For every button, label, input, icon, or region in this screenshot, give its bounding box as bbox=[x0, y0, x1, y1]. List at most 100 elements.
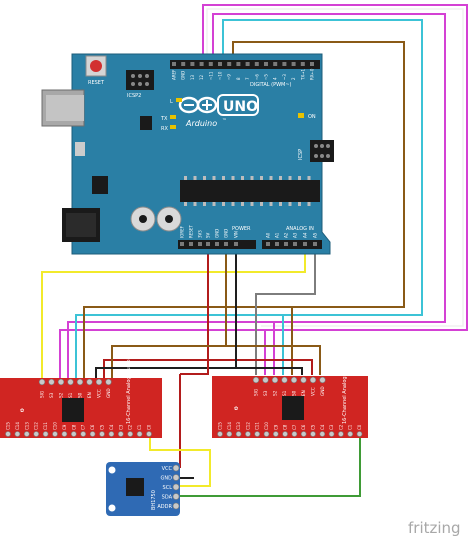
wire-gray-a4-to-right-mux-sig bbox=[255, 248, 316, 375]
power-analog-pin-label: A4 bbox=[303, 232, 308, 238]
mux-left-bottom-pin bbox=[108, 431, 115, 437]
digital-pin-label: 4 bbox=[273, 77, 278, 80]
power-analog-pin bbox=[303, 242, 307, 246]
mux-right-bottom-pin-label: C3 bbox=[329, 424, 334, 430]
mux-right-bottom-pin-label: C6 bbox=[301, 424, 306, 430]
power-analog-pin-label: A2 bbox=[284, 232, 289, 238]
mux-left-bottom-pin-label: C0 bbox=[147, 424, 152, 430]
wire-magenta-pin11-to-right-mux-s3 bbox=[202, 4, 468, 375]
digital-pin bbox=[227, 62, 232, 66]
digital-pin bbox=[291, 62, 296, 66]
led-rx bbox=[170, 125, 176, 129]
wire-brown-gnd-to-left-mux-gnd bbox=[111, 248, 227, 380]
arduino-infinity-logo bbox=[178, 96, 218, 114]
chip-leg bbox=[288, 176, 292, 180]
mux-right-bottom-pin-label: C10 bbox=[264, 422, 269, 430]
chip-leg bbox=[203, 176, 206, 180]
digital-pin bbox=[264, 62, 268, 66]
digital-pin-label: ~5 bbox=[264, 74, 269, 80]
wire-magenta-to-left-mux-s2 bbox=[67, 321, 274, 380]
mux-right-bottom-pin bbox=[347, 431, 354, 437]
digital-pin-label: RX←0 bbox=[310, 68, 315, 80]
mux-left-bottom-pin bbox=[146, 431, 152, 437]
digital-pin-label: TX→1 bbox=[300, 68, 305, 81]
power-analog-pin-label: A0 bbox=[266, 232, 271, 238]
mux-right-bottom-pin bbox=[338, 431, 344, 437]
mux-right-bottom-pin-label: C1 bbox=[348, 424, 353, 430]
mux-right-top-pin-label: S3 bbox=[263, 390, 268, 396]
mux-left-bottom-pin bbox=[89, 431, 96, 437]
reset-button-cap[interactable] bbox=[90, 60, 102, 72]
mux-left-bottom-pin-label: C3 bbox=[118, 424, 123, 430]
digital-pin bbox=[236, 62, 241, 66]
chip-leg bbox=[307, 202, 311, 206]
mux-right-bottom-pin bbox=[226, 431, 233, 437]
digital-pin-label: ~10 bbox=[218, 71, 223, 80]
digital-pin-label: AREF bbox=[172, 69, 177, 80]
sensor-pin bbox=[172, 493, 180, 500]
power-analog-pin-label: 5V bbox=[206, 232, 211, 238]
chip-leg bbox=[241, 202, 244, 206]
mux-right-bottom-pin-label: C11 bbox=[255, 422, 260, 430]
mux-right-top-pin-label: SIG bbox=[254, 389, 259, 396]
led-l bbox=[176, 98, 182, 102]
mux-left-bottom-pin-label: C1 bbox=[137, 424, 142, 430]
wires bbox=[41, 4, 468, 497]
digital-pin-label: 8 bbox=[236, 77, 241, 80]
digital-header-strip bbox=[170, 60, 320, 69]
mux-left-top-pin bbox=[38, 378, 46, 386]
digital-pin-label: GND bbox=[181, 71, 186, 80]
mux-right-bottom-pin bbox=[282, 431, 288, 437]
icsp2-header bbox=[126, 70, 154, 90]
sensor-pin bbox=[172, 483, 180, 491]
brand-label: Arduino bbox=[185, 119, 217, 128]
analog-header-strip bbox=[262, 240, 322, 249]
mux-right-bottom-pin bbox=[217, 431, 223, 437]
icsp-label: ICSP bbox=[298, 149, 304, 160]
mux-left-bottom-pin-label: C10 bbox=[53, 422, 58, 430]
mux-left-top-pin-label: S1 bbox=[68, 392, 73, 398]
power-analog-pin bbox=[234, 242, 238, 246]
wire-black-gnd-to-mux-en bbox=[95, 248, 237, 380]
power-analog-pin-label: VIN bbox=[234, 231, 239, 238]
chip-leg bbox=[250, 176, 254, 180]
mux-right-top-pin-label: S2 bbox=[273, 390, 278, 396]
chip-leg bbox=[231, 202, 235, 206]
mux-right-top-pin-label: VCC bbox=[311, 387, 316, 396]
sensor-pin bbox=[172, 502, 180, 510]
digital-pin bbox=[199, 62, 204, 66]
mux-left-bottom-pin bbox=[61, 431, 68, 437]
power-analog-pin bbox=[206, 242, 210, 246]
digital-pin bbox=[254, 62, 259, 66]
power-analog-pin-label: IOREF bbox=[180, 225, 185, 238]
power-analog-pin bbox=[266, 242, 270, 246]
chip-leg bbox=[203, 202, 206, 206]
chip-leg bbox=[260, 176, 263, 180]
mux-right-top-pin bbox=[309, 376, 317, 384]
sensor-mount-hole-1 bbox=[108, 466, 116, 474]
capacitor-2-mark bbox=[165, 215, 173, 223]
sensor-pin-label: GND bbox=[161, 476, 173, 482]
chip-leg bbox=[298, 202, 301, 206]
mux-left-logo-icon: ✿ bbox=[20, 408, 24, 414]
mux-left-bottom-pin bbox=[14, 431, 21, 437]
mux-right-top-pin bbox=[290, 376, 298, 384]
sensor-pin bbox=[172, 474, 180, 481]
mux-right-top-pin bbox=[271, 376, 279, 384]
mux-left-bottom-pin bbox=[42, 431, 49, 437]
chip-leg bbox=[260, 202, 263, 206]
digital-pin-label: ~3 bbox=[282, 74, 287, 80]
chip-leg bbox=[184, 176, 187, 180]
chip-leg bbox=[222, 202, 225, 206]
digital-pin bbox=[245, 62, 250, 66]
mux-left-bottom-pin bbox=[136, 431, 143, 437]
wire-red-5v-to-mux-vcc bbox=[103, 248, 209, 380]
mux-left-label: 16-Channel Analog Multiplexer bbox=[126, 346, 132, 424]
chip-leg bbox=[288, 202, 292, 206]
power-analog-pin bbox=[215, 242, 219, 246]
dc-jack-inner bbox=[66, 213, 96, 237]
wire-cyan-pin9-to-right-mux-s1 bbox=[222, 19, 423, 375]
mux-left-bottom-pin bbox=[99, 431, 105, 437]
mux-left-bottom-pin-label: C12 bbox=[34, 422, 39, 430]
